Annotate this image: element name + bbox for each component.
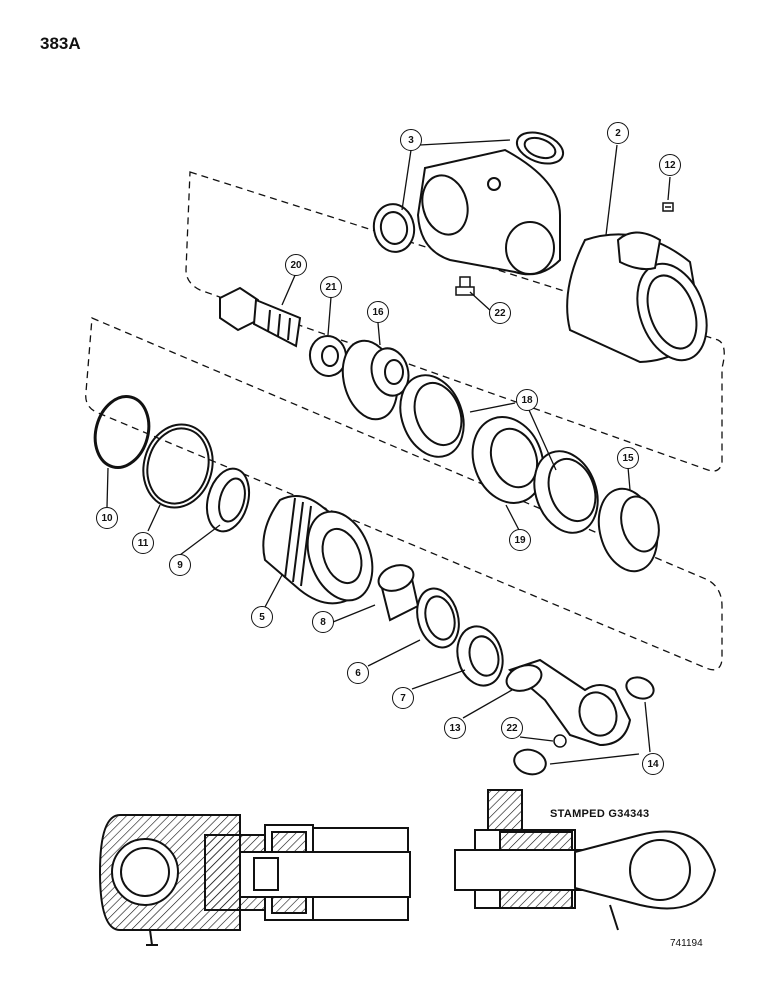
ring-part-10: [93, 395, 151, 469]
barrel-part-2: [566, 231, 708, 364]
figure-number: 741194: [670, 938, 703, 949]
callout-11: 11: [132, 532, 154, 554]
ring-part-6: [416, 587, 460, 649]
seal-part-9: [205, 467, 251, 533]
callout-15: 15: [617, 447, 639, 469]
plug-part-12: [662, 202, 674, 212]
callout-10: 10: [96, 507, 118, 529]
stamp-note: STAMPED G34343: [550, 808, 650, 820]
leader-lines: [106, 139, 671, 765]
callout-16: 16: [367, 301, 389, 323]
callout-6: 6: [347, 662, 369, 684]
section-view-rod-end: [454, 789, 717, 931]
bolt-part-20: [219, 286, 302, 348]
callout-8: 8: [312, 611, 334, 633]
fitting-part-22-lower: [553, 734, 567, 748]
seal-part-18-a: [399, 374, 465, 458]
clevis-base-end: [416, 148, 561, 276]
callout-3: 3: [400, 129, 422, 151]
upper-group-outline: [185, 171, 725, 472]
callout-12: 12: [659, 154, 681, 176]
callout-9: 9: [169, 554, 191, 576]
callout-20: 20: [285, 254, 307, 276]
callout-14: 14: [642, 753, 664, 775]
callout-21: 21: [320, 276, 342, 298]
callout-2: 2: [607, 122, 629, 144]
section-view-base-end: [98, 814, 411, 946]
ring-part-19: [471, 416, 545, 504]
seal-part-7: [456, 625, 504, 687]
piston-part-5: [262, 495, 374, 605]
bushing-part-3-upper: [372, 131, 565, 253]
callout-22-upper: 22: [489, 302, 511, 324]
seal-part-18-b: [533, 450, 599, 534]
callout-19: 19: [509, 529, 531, 551]
nut-part-16: [341, 339, 410, 421]
callout-7: 7: [392, 687, 414, 709]
bushing-part-14: [513, 676, 655, 776]
ring-part-11: [142, 423, 214, 509]
page-label: 383A: [40, 34, 81, 53]
gland-part-15: [597, 487, 660, 573]
callout-18: 18: [516, 389, 538, 411]
callout-13: 13: [444, 717, 466, 739]
bushing-part-8: [377, 564, 420, 622]
callout-22-lower: 22: [501, 717, 523, 739]
callout-5: 5: [251, 606, 273, 628]
rod-eye-part-13: [505, 658, 632, 747]
fitting-part-22-upper: [455, 276, 475, 296]
